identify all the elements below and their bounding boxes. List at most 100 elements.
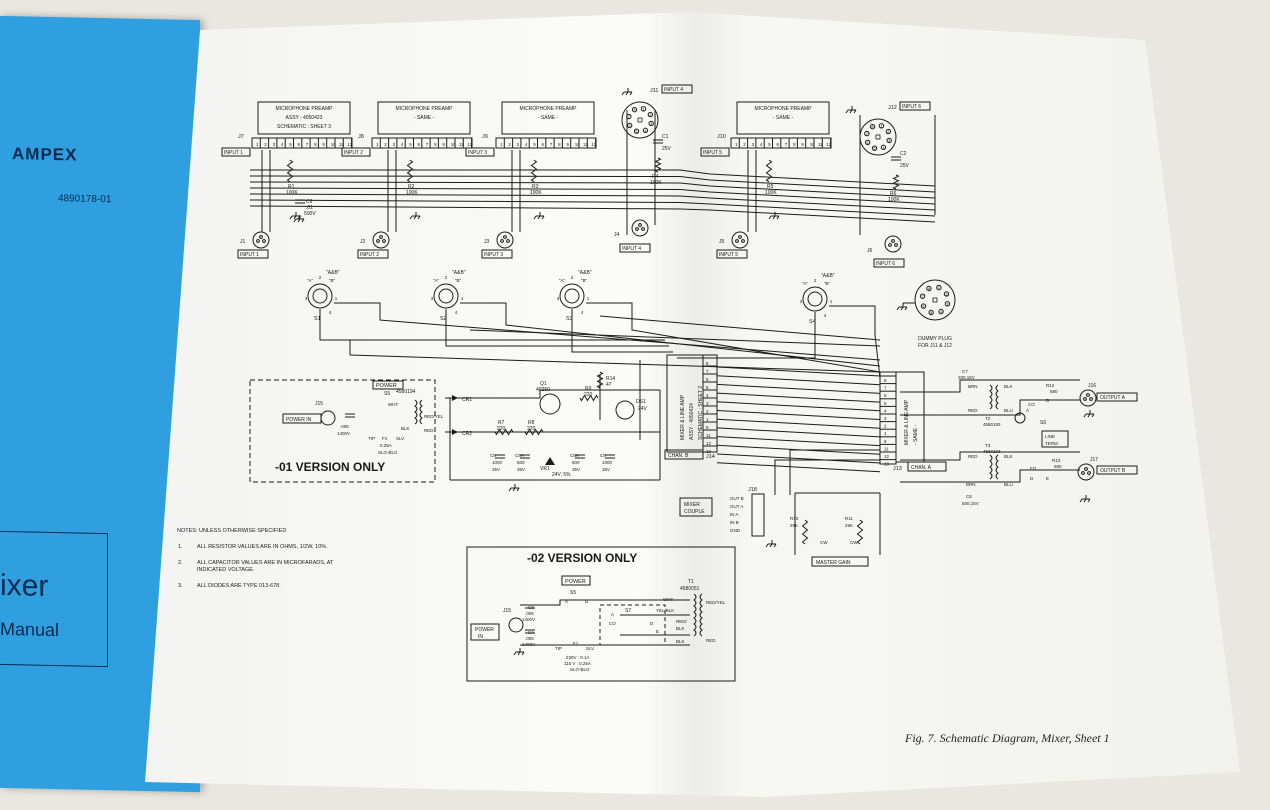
octal-connector-J12-pin (880, 144, 887, 151)
output-b-jack-pin (1087, 471, 1091, 475)
fuse-type: SLO-BLO (570, 667, 590, 672)
ground-symbol (517, 651, 521, 656)
dummy-plug-connector-pin-number: 7 (921, 294, 924, 299)
ground-symbol (772, 215, 776, 220)
connector-pin-number: 9 (442, 142, 445, 147)
r13-value: 680 (1054, 464, 1062, 469)
switch-output-wire (319, 309, 665, 341)
octal-connector-J12-pin (885, 128, 892, 135)
fuse-designator: F1 (573, 641, 579, 646)
j13-pin-number: 12 (884, 454, 890, 459)
rotary-switch-S3-contact-label: 1 (587, 296, 590, 301)
preamp-title: MICROPHONE PREAMP (755, 106, 813, 112)
s5-designator: S5 (384, 391, 390, 397)
xlr-input-jack (252, 231, 270, 249)
xlr-input-jack-pin (735, 239, 739, 243)
output-transformer-winding (989, 454, 993, 480)
mixer-interconnect-line (716, 383, 881, 394)
output-b-jack (1077, 463, 1095, 481)
octal-connector-J11-key (637, 117, 643, 123)
xlr-input-jack-pin (641, 227, 645, 231)
ground-symbol (1079, 498, 1083, 503)
xlr-input-jack-pin (894, 243, 898, 247)
r11-pot-symbol (856, 519, 864, 545)
capacitor-voltage: 35V (572, 467, 580, 472)
octal-connector-J12-pin-number: 7 (866, 131, 869, 136)
power-02-version-label: -02 VERSION ONLY (527, 551, 637, 565)
rotary-switch-S1-contact-label: 2 (319, 275, 322, 280)
power-label-box (372, 380, 404, 390)
transformer-winding (414, 399, 418, 425)
preamp-jack-id: J8 (358, 134, 364, 140)
input-label: INPUT 2 (344, 150, 363, 156)
pot-designator: R6 (890, 191, 897, 197)
dummy-plug-connector-pin (938, 308, 944, 315)
j13-pin-number: 7 (884, 386, 887, 391)
xlr-jack-id: J1 (240, 239, 246, 245)
rotary-switch-S2-contact-label: "A" (433, 278, 440, 283)
j18-jack-id: J18 (748, 487, 757, 493)
capacitor-voltage: 1400V (337, 431, 350, 436)
r12-designator: R12 (1046, 383, 1055, 388)
wire-color-label: BLK (676, 639, 685, 644)
power-02-switch-frame (599, 604, 666, 646)
xlr-input-jack-pin (382, 239, 386, 243)
mixer-interconnect-line (716, 453, 881, 464)
ground-symbol (900, 306, 904, 311)
connector-pin-number: 3 (393, 142, 396, 147)
j17-jack-id: J17 (1090, 457, 1098, 463)
xlr-input-jack (372, 231, 390, 249)
j14-pin-number: 4 (706, 393, 709, 398)
octal-connector-J11-pin (633, 128, 640, 134)
connector-pin-number: 8 (314, 142, 317, 147)
xlr-input-jack-pin (506, 239, 510, 243)
ground-symbol (904, 306, 908, 311)
connector-pin-number: 2 (508, 142, 511, 147)
switch-output-wire (460, 302, 881, 367)
ground-symbol (625, 91, 629, 96)
channel-line (599, 315, 881, 341)
transformer-winding (419, 399, 423, 425)
transformer-winding (693, 593, 697, 637)
gain-pot-symbol (654, 157, 662, 173)
mixer-amp-b-label: SCHEMATIC : SHEET 2 (698, 386, 704, 440)
connector-pin-number: 7 (785, 142, 788, 147)
mixer-interconnect-line (716, 392, 881, 403)
pot-designator: R5 (767, 184, 774, 190)
connector-pin-number: 9 (322, 142, 325, 147)
xlr-input-jack-pin (256, 239, 260, 243)
j18-connector-strip (751, 493, 765, 537)
octal-connector-J11-pin (631, 106, 638, 113)
octal-connector-J11-pin-number: 2 (649, 112, 652, 117)
input-label: INPUT 3 (468, 150, 487, 156)
connector-pin-number: 8 (558, 142, 561, 147)
fuse-sleeve-label: SLV (396, 436, 404, 441)
wire-color-label: BLK (1004, 454, 1013, 459)
dummy-plug-connector-pin (928, 309, 934, 316)
switch-output-wire (586, 302, 881, 373)
line-term-label: LINE (1045, 434, 1055, 439)
r11-value: 25K (845, 523, 853, 528)
j13-pin-number: 2 (884, 424, 887, 429)
c9-value: .01 (306, 205, 313, 211)
xlr-input-label: INPUT 3 (484, 252, 503, 258)
j13-pin-number: 9 (884, 439, 887, 444)
xlr-jack-id: J6 (867, 248, 873, 254)
connector-pin-number: 5 (409, 142, 412, 147)
ground-symbol (845, 109, 849, 114)
wiring (249, 110, 1080, 646)
capacitor-voltage: 35V (492, 467, 500, 472)
rotary-switch-S4-contact-label: 3 (800, 299, 803, 304)
switch-output-wire (334, 302, 881, 361)
octal-connector-J11-pin (642, 127, 649, 134)
gain-pot-symbol (530, 159, 538, 183)
wire-color-label: BLK (401, 426, 410, 431)
power-01-dashed-frame (249, 379, 436, 483)
supply-rail (445, 389, 660, 399)
preamp-box-2 (377, 101, 471, 135)
resistor-value: 220 (497, 426, 506, 432)
c8-designator: C8 (966, 494, 972, 499)
connector-pin-number: 6 (777, 142, 780, 147)
j15-jack-id: J15 (315, 401, 323, 407)
